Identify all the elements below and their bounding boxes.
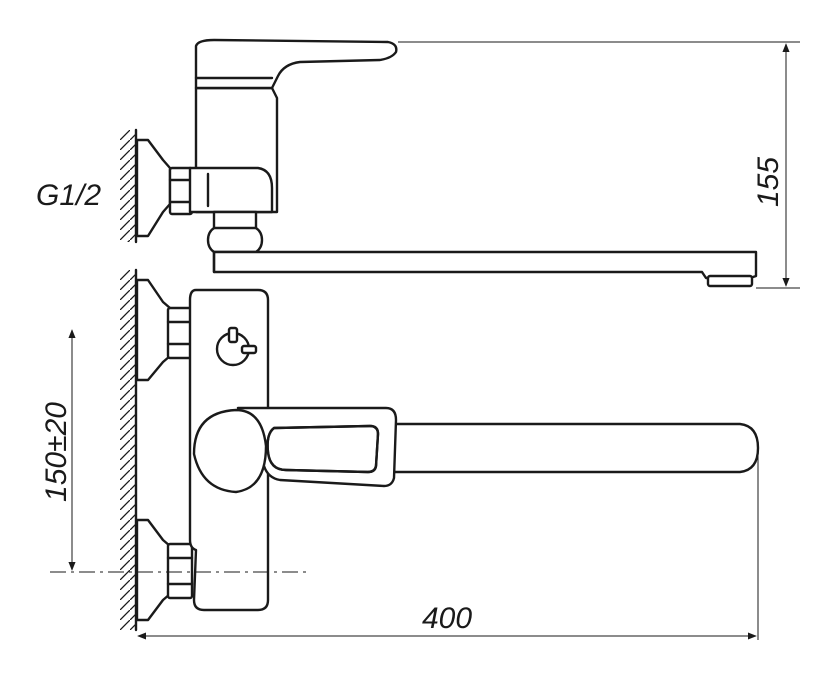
flange-top: [135, 138, 172, 238]
spout-top: [212, 250, 758, 280]
swivel-collar-top: [206, 210, 264, 254]
handle-slot: [266, 424, 380, 474]
dimensions: 155 150±20 400 G1/2: [36, 41, 800, 640]
dim-label-155: 155: [752, 157, 785, 207]
wall-hatch-front: [120, 270, 136, 630]
hex-nut-top: [168, 166, 194, 216]
dim-label-400: 400: [422, 602, 472, 635]
hex-nut-lower: [166, 542, 194, 600]
aerator-top: [706, 274, 754, 288]
flange-upper: [135, 278, 172, 382]
spout-front: [392, 422, 760, 474]
flange-lower: [135, 518, 172, 622]
handle-lever-top: [194, 38, 398, 90]
dim-label-150: 150±20: [40, 402, 73, 502]
handle-hub: [192, 408, 268, 494]
connector-top: [188, 166, 274, 214]
hex-nut-upper: [166, 306, 194, 360]
front-view: [120, 268, 760, 632]
top-view: [120, 38, 758, 288]
wall-hatch-top: [120, 130, 136, 242]
thread-label: G1/2: [36, 179, 101, 212]
